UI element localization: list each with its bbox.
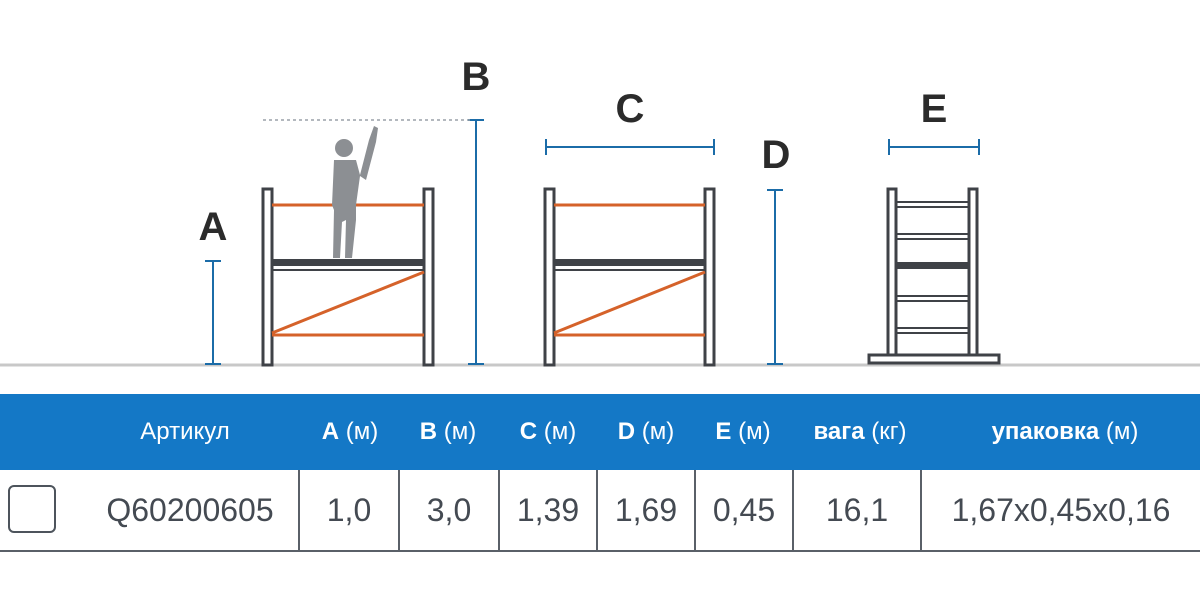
platform <box>272 259 424 266</box>
dimension-c-label: C <box>616 87 645 131</box>
cell-package: 1,67x0,45x0,16 <box>951 492 1171 528</box>
cell-c: 1,39 <box>516 492 580 528</box>
person-figure <box>332 126 378 258</box>
header-d: D (м) <box>617 418 675 445</box>
cell-a: 1,0 <box>326 492 372 528</box>
column-divider <box>694 470 696 550</box>
scaffold-front <box>543 187 716 367</box>
cell-d: 1,69 <box>614 492 678 528</box>
header-article: Артикул <box>140 418 230 445</box>
cell-article: Q60200605 <box>106 492 274 528</box>
header-a: A (м) <box>321 418 379 445</box>
column-divider <box>596 470 598 550</box>
dimension-d-line <box>767 189 783 365</box>
header-c: C (м) <box>519 418 577 445</box>
cell-b: 3,0 <box>426 492 472 528</box>
column-divider <box>498 470 500 550</box>
spec-table: Артикул A (м) B (м) C (м) D (м) E (м) ва… <box>0 394 1200 552</box>
header-weight: вага (кг) <box>813 418 907 445</box>
header-package: упаковка (м) <box>991 418 1139 445</box>
table-row: Q60200605 1,0 3,0 1,39 1,69 0,45 16,1 1,… <box>0 470 1200 552</box>
row-checkbox[interactable] <box>8 485 56 533</box>
dimension-b-line <box>468 119 484 365</box>
scaffold-side <box>867 187 1001 365</box>
dimension-b-label: B <box>462 55 491 99</box>
dimension-a-label: A <box>199 205 228 249</box>
header-b: B (м) <box>419 418 477 445</box>
column-divider <box>920 470 922 550</box>
dimension-a-line <box>205 260 221 365</box>
table-header: Артикул A (м) B (м) C (м) D (м) E (м) ва… <box>0 394 1200 470</box>
dimension-c-line <box>545 139 715 155</box>
scaffold-with-person <box>261 187 435 367</box>
dimension-d-label: D <box>762 133 791 177</box>
cell-weight: 16,1 <box>825 492 889 528</box>
column-divider <box>298 470 300 550</box>
dimension-e-label: E <box>921 87 948 131</box>
scaffold-dimension-diagram: A B C D E <box>0 55 1200 367</box>
header-e: E (м) <box>715 418 771 445</box>
column-divider <box>792 470 794 550</box>
cell-e: 0,45 <box>712 492 776 528</box>
column-divider <box>398 470 400 550</box>
dimension-e-line <box>888 139 980 155</box>
